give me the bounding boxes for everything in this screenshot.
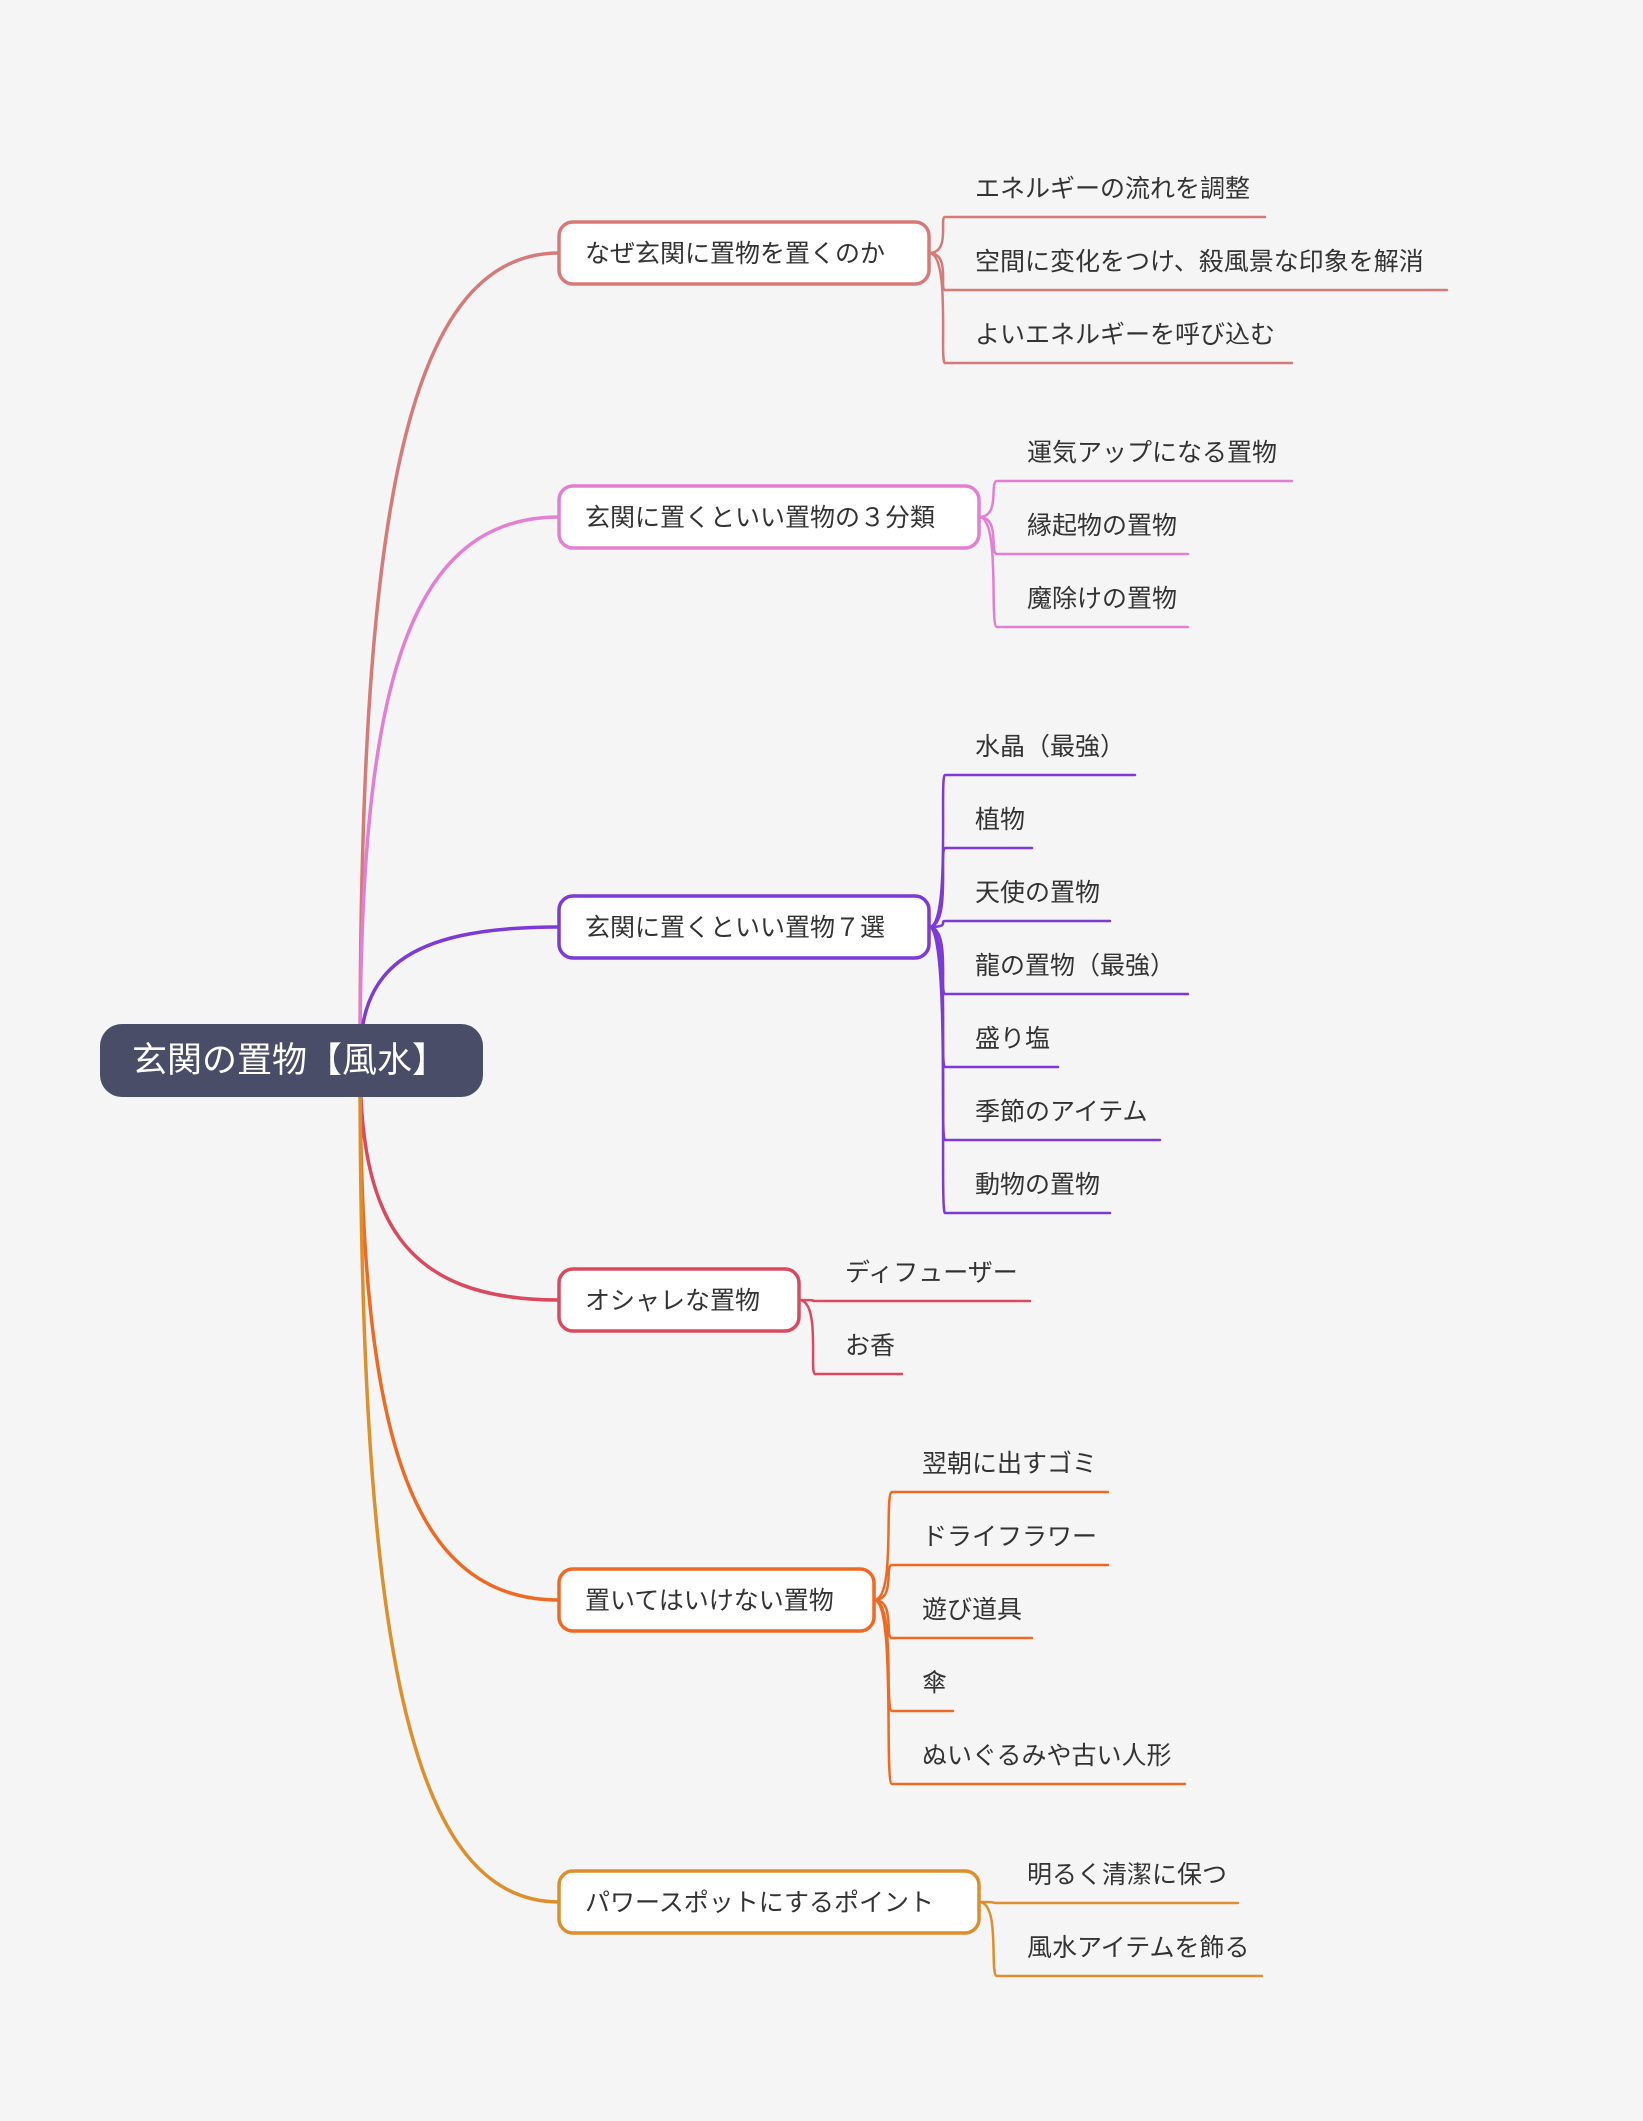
branch-node-box xyxy=(557,894,931,960)
leaf-node[interactable]: ぬいぐるみや古い人形 xyxy=(922,1741,1172,1770)
leaf-node-label: よいエネルギーを呼び込む xyxy=(975,320,1275,349)
branch-node-label: なぜ玄関に置物を置くのか xyxy=(585,239,885,268)
leaf-node-label: 遊び道具 xyxy=(922,1595,1022,1624)
leaf-node-label: 運気アップになる置物 xyxy=(1027,438,1277,467)
leaf-connector xyxy=(872,1563,1110,1602)
branch-connector xyxy=(358,1058,561,1602)
leaf-node[interactable]: 龍の置物（最強） xyxy=(975,951,1175,980)
leaf-node-label: 動物の置物 xyxy=(975,1170,1100,1199)
branch-node[interactable]: 玄関に置くといい置物７選 xyxy=(557,894,931,960)
leaf-node-label: ぬいぐるみや古い人形 xyxy=(922,1741,1172,1770)
leaf-connector xyxy=(872,1490,1110,1602)
leaf-node-label: ディフューザー xyxy=(845,1258,1018,1287)
branch-connector xyxy=(358,1058,561,1904)
leaf-node[interactable]: 明るく清潔に保つ xyxy=(1027,1860,1227,1889)
branch-connector xyxy=(358,1058,561,1302)
leaf-node-label: ドライフラワー xyxy=(922,1522,1097,1551)
leaf-node[interactable]: エネルギーの流れを調整 xyxy=(975,174,1250,203)
branch-node[interactable]: パワースポットにするポイント xyxy=(557,1869,981,1935)
leaf-node[interactable]: 動物の置物 xyxy=(975,1170,1100,1199)
branch-node-box xyxy=(557,1267,801,1333)
leaf-connector xyxy=(927,846,1034,929)
leaf-node[interactable]: 傘 xyxy=(922,1668,947,1697)
branch-node-box xyxy=(557,1869,981,1935)
branch-node-label: 置いてはいけない置物 xyxy=(585,1586,834,1615)
branch-connector xyxy=(358,515,561,1062)
connector-layer xyxy=(358,215,1449,1978)
branch-node[interactable]: 置いてはいけない置物 xyxy=(557,1567,876,1633)
leaf-node-label: 空間に変化をつけ、殺風景な印象を解消 xyxy=(975,247,1424,276)
leaf-node-label: 傘 xyxy=(922,1668,947,1697)
leaf-connector xyxy=(977,479,1294,519)
node-layer: なぜ玄関に置物を置くのか エネルギーの流れを調整空間に変化をつけ、殺風景な印象を解… xyxy=(557,174,1424,1962)
leaf-connector xyxy=(927,773,1137,929)
branch-node[interactable]: オシャレな置物 xyxy=(557,1267,801,1333)
leaf-node[interactable]: 風水アイテムを飾る xyxy=(1027,1933,1250,1962)
branch-node[interactable]: 玄関に置くといい置物の３分類 xyxy=(557,484,981,550)
leaf-node-label: 龍の置物（最強） xyxy=(975,951,1175,980)
leaf-node-label: 明るく清潔に保つ xyxy=(1027,1860,1227,1889)
leaf-node[interactable]: 遊び道具 xyxy=(922,1595,1022,1624)
leaf-node[interactable]: ディフューザー xyxy=(845,1258,1018,1287)
root-node-label: 玄関の置物【風水】 xyxy=(132,1041,447,1081)
leaf-node-label: 風水アイテムを飾る xyxy=(1027,1933,1250,1962)
leaf-node[interactable]: 植物 xyxy=(975,805,1025,834)
leaf-node-label: 水晶（最強） xyxy=(975,732,1125,761)
branch-connector xyxy=(358,251,561,1062)
leaf-node-label: 季節のアイテム xyxy=(975,1097,1148,1126)
branch-node[interactable]: なぜ玄関に置物を置くのか xyxy=(557,220,931,286)
branch-node-box xyxy=(557,220,931,286)
leaf-connector xyxy=(977,1900,1264,1978)
leaf-node[interactable]: 天使の置物 xyxy=(975,878,1100,907)
leaf-node-label: 天使の置物 xyxy=(975,878,1100,907)
leaf-node[interactable]: 水晶（最強） xyxy=(975,732,1125,761)
leaf-node[interactable]: 縁起物の置物 xyxy=(1027,511,1177,540)
root-node[interactable]: 玄関の置物【風水】 xyxy=(100,1024,483,1097)
leaf-connector xyxy=(927,925,1112,1215)
branch-node-box xyxy=(557,1567,876,1633)
branch-node-label: オシャレな置物 xyxy=(585,1286,760,1315)
leaf-connector xyxy=(927,251,1294,365)
leaf-connector xyxy=(927,215,1267,255)
leaf-connector xyxy=(927,919,1112,929)
leaf-connector xyxy=(927,251,1449,292)
leaf-connector xyxy=(977,515,1190,629)
leaf-node-label: 縁起物の置物 xyxy=(1027,511,1177,540)
leaf-node-label: 翌朝に出すゴミ xyxy=(922,1449,1097,1478)
leaf-connector xyxy=(927,925,1190,996)
leaf-node-label: エネルギーの流れを調整 xyxy=(975,174,1250,203)
leaf-node-label: 植物 xyxy=(975,805,1025,834)
leaf-node[interactable]: 魔除けの置物 xyxy=(1027,584,1177,613)
leaf-node[interactable]: 空間に変化をつけ、殺風景な印象を解消 xyxy=(975,247,1424,276)
root-node-box xyxy=(100,1024,483,1097)
leaf-connector xyxy=(872,1598,1187,1786)
leaf-connector xyxy=(872,1598,1034,1640)
leaf-node[interactable]: ドライフラワー xyxy=(922,1522,1097,1551)
leaf-connector xyxy=(977,1900,1240,1905)
branch-node-label: 玄関に置くといい置物７選 xyxy=(585,913,885,942)
leaf-connector xyxy=(797,1298,1032,1303)
leaf-node-label: 盛り塩 xyxy=(975,1024,1050,1053)
leaf-node-label: 魔除けの置物 xyxy=(1027,584,1177,613)
branch-node-label: パワースポットにするポイント xyxy=(585,1888,934,1917)
leaf-node[interactable]: お香 xyxy=(845,1331,895,1360)
leaf-node[interactable]: よいエネルギーを呼び込む xyxy=(975,320,1275,349)
branch-node-label: 玄関に置くといい置物の３分類 xyxy=(585,503,935,532)
leaf-node[interactable]: 運気アップになる置物 xyxy=(1027,438,1277,467)
branch-node-box xyxy=(557,484,981,550)
leaf-node[interactable]: 盛り塩 xyxy=(975,1024,1050,1053)
leaf-connector xyxy=(977,515,1190,556)
leaf-node-label: お香 xyxy=(845,1331,895,1360)
leaf-connector xyxy=(797,1298,904,1376)
leaf-node[interactable]: 季節のアイテム xyxy=(975,1097,1148,1126)
leaf-node[interactable]: 翌朝に出すゴミ xyxy=(922,1449,1097,1478)
